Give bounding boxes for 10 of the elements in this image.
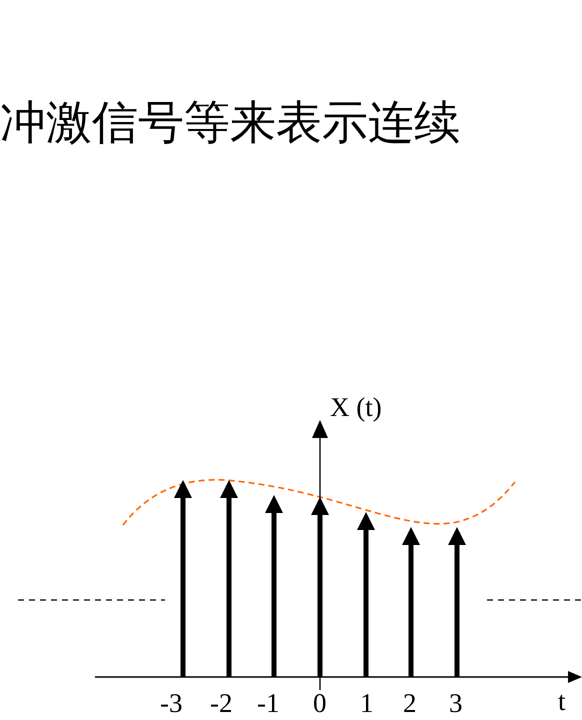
tick-label: 1 [360,690,374,717]
heading: 冲激信号等来表示连续 [0,100,460,146]
tick-label: -3 [160,690,182,717]
axis-label: X (t) [330,394,382,421]
tick-label: 2 [403,690,416,717]
tick-label: 0 [313,690,326,717]
tick-label: -1 [257,690,280,717]
tick-label: -2 [210,690,232,717]
tick-label: 3 [449,690,462,717]
axis-label: t [558,688,566,715]
